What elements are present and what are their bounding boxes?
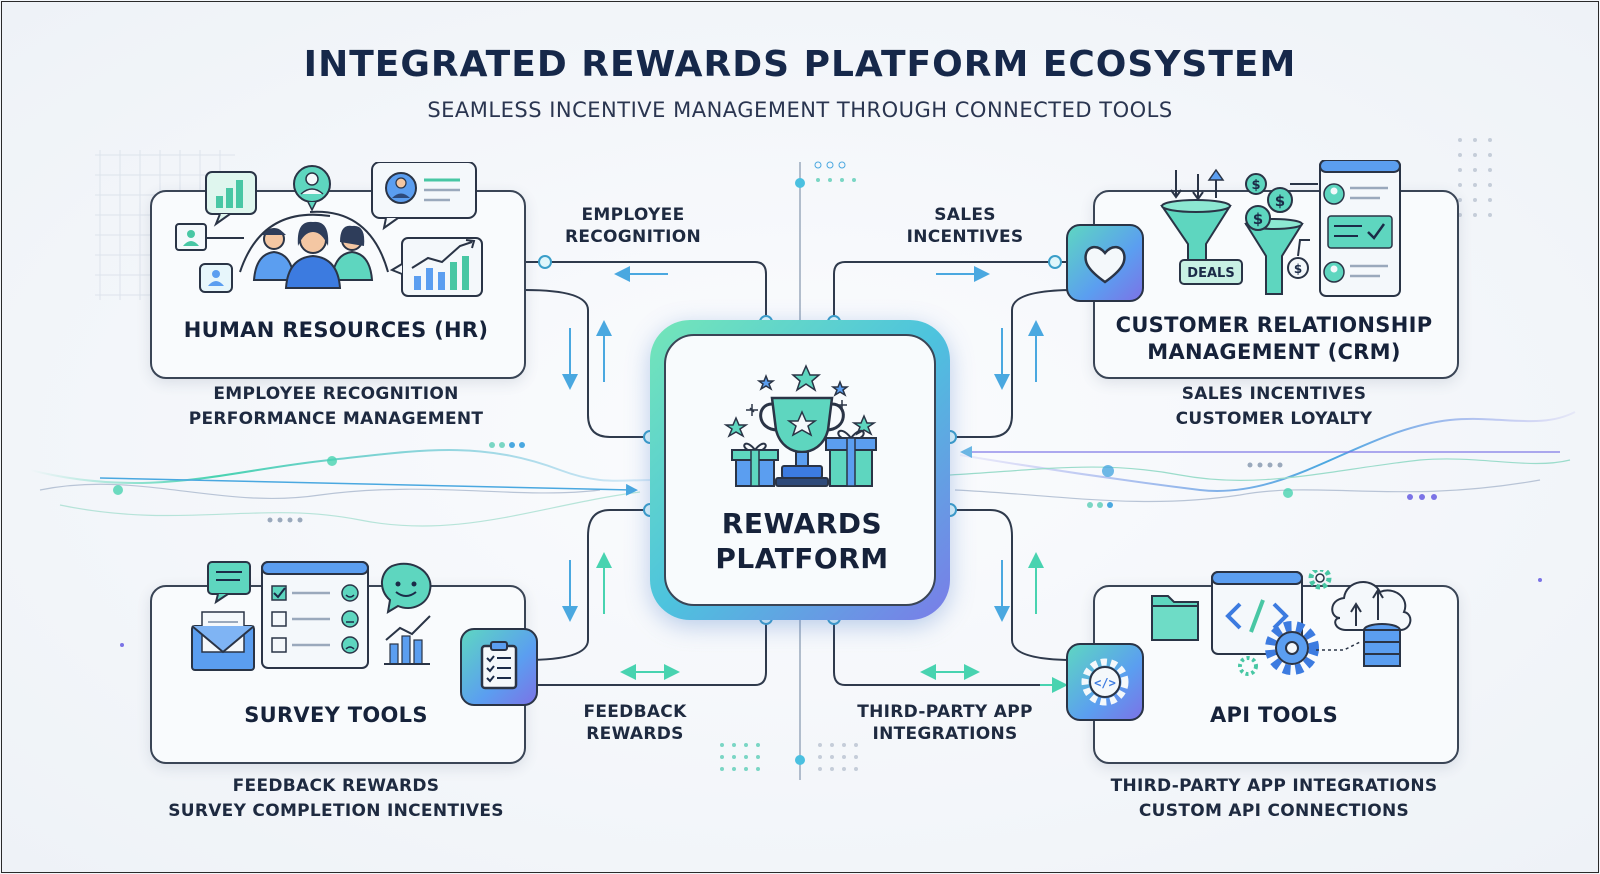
cloud-database-icon <box>1316 581 1412 667</box>
hr-illustration <box>175 162 483 297</box>
crm-title-line2: MANAGEMENT (CRM) <box>1147 340 1401 364</box>
survey-description: FEEDBACK REWARDS SURVEY COMPLETION INCEN… <box>130 774 542 824</box>
svg-text:</>: </> <box>1094 676 1116 690</box>
api-description: THIRD-PARTY APP INTEGRATIONS CUSTOM API … <box>1074 774 1474 824</box>
api-illustration <box>1151 570 1412 676</box>
hub-title-line2: PLATFORM <box>715 542 889 575</box>
survey-desc-line2: SURVEY COMPLETION INCENTIVES <box>168 801 504 821</box>
hr-title: HUMAN RESOURCES (HR) <box>183 318 489 342</box>
clipboard-app-tile[interactable] <box>460 628 538 706</box>
crm-profile-icon <box>1319 160 1401 297</box>
dot-decoration-bottom <box>720 161 858 771</box>
crm-title: CUSTOMER RELATIONSHIP MANAGEMENT (CRM) <box>1093 312 1455 366</box>
connector-feedback-line2: REWARDS <box>586 724 684 744</box>
hub-title: REWARDS PLATFORM <box>666 506 938 576</box>
small-profile-icon <box>175 223 244 251</box>
api-title: API TOOLS <box>1209 703 1338 727</box>
crm-desc-line1: SALES INCENTIVES <box>1181 384 1367 404</box>
svg-text:$: $ <box>1275 192 1285 210</box>
crm-desc-line2: CUSTOMER LOYALTY <box>1175 409 1373 429</box>
person-bubble-icon <box>293 165 331 212</box>
connector-employee-line2: RECOGNITION <box>564 227 702 247</box>
crm-title-line1: CUSTOMER RELATIONSHIP <box>1115 313 1433 337</box>
chart-bubble-icon <box>205 171 257 227</box>
checklist-icon <box>261 561 369 669</box>
connector-label-employee-recognition: EMPLOYEE RECOGNITION <box>548 204 718 248</box>
connector-thirdparty-line2: INTEGRATIONS <box>872 724 1018 744</box>
coin-icon: $ $ $ $ <box>1245 173 1309 279</box>
connector-label-feedback-rewards: FEEDBACK REWARDS <box>565 701 705 745</box>
connector-thirdparty-line1: THIRD-PARTY APP <box>857 702 1033 722</box>
svg-text:$: $ <box>1251 178 1260 193</box>
crm-description: SALES INCENTIVES CUSTOMER LOYALTY <box>1074 382 1474 432</box>
bar-trend-icon <box>384 615 431 665</box>
heart-app-tile[interactable] <box>1066 224 1144 302</box>
connector-sales-line1: SALES <box>934 205 996 225</box>
connector-employee-line1: EMPLOYEE <box>581 205 685 225</box>
api-desc-line1: THIRD-PARTY APP INTEGRATIONS <box>1110 776 1438 796</box>
dot-decoration-right <box>1458 138 1492 217</box>
team-icon <box>239 210 389 289</box>
deals-badge-label: DEALS <box>1187 266 1234 281</box>
clipboard-icon <box>480 641 518 690</box>
folder-icon <box>1151 595 1199 641</box>
connector-label-sales-incentives: SALES INCENTIVES <box>880 204 1050 248</box>
svg-text:$: $ <box>1294 262 1302 276</box>
api-desc-line2: CUSTOM API CONNECTIONS <box>1138 801 1410 821</box>
hub-panel: REWARDS PLATFORM <box>664 334 936 606</box>
survey-illustration <box>191 561 432 671</box>
chat-profile-icon <box>199 263 233 293</box>
profile-card-icon <box>371 162 477 231</box>
chat-note-icon <box>207 561 251 605</box>
survey-desc-line1: FEEDBACK REWARDS <box>232 776 440 796</box>
connector-label-third-party: THIRD-PARTY APP INTEGRATIONS <box>845 701 1045 745</box>
smiley-icon <box>381 562 432 614</box>
gear-app-tile[interactable]: </> <box>1066 643 1144 721</box>
deals-badge: DEALS <box>1179 259 1243 285</box>
connector-feedback-line1: FEEDBACK <box>583 702 687 722</box>
growth-chart-icon <box>389 237 483 297</box>
funnel-icon <box>1160 168 1232 273</box>
hr-desc-line1: EMPLOYEE RECOGNITION <box>213 384 459 404</box>
heart-icon <box>1084 245 1126 284</box>
hr-desc-line2: PERFORMANCE MANAGEMENT <box>188 409 484 429</box>
star-icon <box>723 364 877 438</box>
page-title: INTEGRATED REWARDS PLATFORM ECOSYSTEM <box>303 44 1297 85</box>
gear-code-icon: </> <box>1081 658 1129 706</box>
gear-icon <box>1238 570 1332 676</box>
hr-description: EMPLOYEE RECOGNITION PERFORMANCE MANAGEM… <box>130 382 542 432</box>
page-subtitle: SEAMLESS INCENTIVE MANAGEMENT THROUGH CO… <box>427 98 1173 122</box>
hub-title-line1: REWARDS <box>721 507 883 540</box>
trophy-icon <box>723 364 877 487</box>
gift-icon <box>731 442 779 487</box>
svg-text:$: $ <box>1253 210 1263 228</box>
gift-icon-2 <box>825 429 877 487</box>
connector-sales-line2: INCENTIVES <box>906 227 1024 247</box>
email-icon <box>191 611 255 671</box>
survey-title: SURVEY TOOLS <box>244 703 428 727</box>
rewards-platform-hub[interactable]: REWARDS PLATFORM <box>650 320 950 620</box>
crm-illustration: DEALS $ $ $ $ <box>1160 160 1401 297</box>
